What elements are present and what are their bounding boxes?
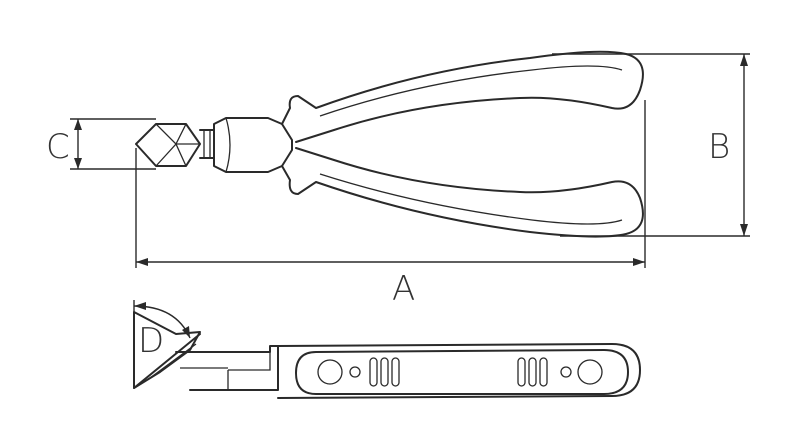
side-hole-left-large — [317, 359, 343, 385]
dimension-b: B — [552, 53, 750, 237]
side-slot-right-1 — [517, 357, 526, 387]
dimension-d-label: D — [138, 321, 164, 361]
side-slot-left-3 — [391, 357, 400, 387]
side-slot-right-3 — [539, 357, 548, 387]
side-hole-left-small — [349, 366, 361, 378]
side-hole-right-large — [577, 359, 603, 385]
side-handle-grip — [295, 349, 629, 395]
upper-handle — [281, 50, 644, 143]
side-neck — [175, 345, 279, 391]
jaw-tip-facets — [155, 123, 200, 167]
upper-handle-grip-line — [319, 65, 623, 117]
side-handle — [277, 343, 641, 399]
pliers-top-view — [135, 50, 644, 238]
dimension-d: D — [133, 300, 191, 361]
pivot-head-inner — [225, 117, 231, 173]
lower-handle — [281, 147, 644, 238]
lower-handle-grip-line — [319, 173, 623, 225]
pivot-head — [213, 117, 293, 173]
side-slot-right-2 — [528, 357, 537, 387]
side-slot-left-1 — [369, 357, 378, 387]
jaw-neck — [199, 129, 215, 159]
dimension-c: C — [46, 118, 156, 170]
side-head-detail — [149, 343, 197, 379]
side-cutting-edge — [133, 333, 201, 389]
dimension-c-label: C — [46, 127, 70, 167]
dimension-a-label: A — [392, 269, 415, 309]
jaw-tip — [135, 123, 201, 167]
dimension-a: A — [135, 100, 646, 309]
side-neck-detail — [180, 352, 271, 390]
pliers-side-view — [133, 311, 641, 399]
side-hole-right-small — [560, 366, 572, 378]
side-slot-left-2 — [380, 357, 389, 387]
dimension-b-label: B — [708, 127, 730, 167]
jaw-neck-lines — [203, 130, 211, 158]
